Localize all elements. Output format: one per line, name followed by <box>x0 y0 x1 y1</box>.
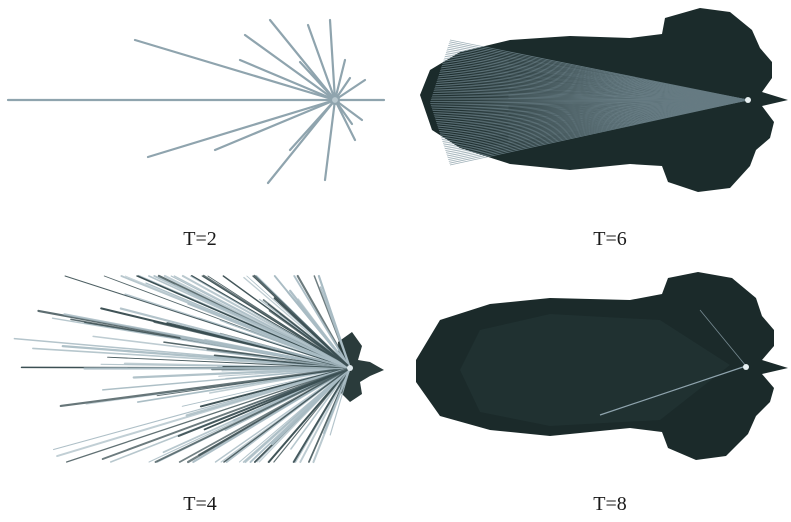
label-t4: T=4 <box>140 493 260 516</box>
label-t6: T=6 <box>550 228 670 251</box>
panel-t6 <box>400 0 791 200</box>
ray <box>148 100 335 157</box>
ray <box>85 368 350 369</box>
star-t8-figure <box>400 270 791 470</box>
panel-t4 <box>0 270 395 470</box>
ray <box>135 40 335 100</box>
star-t2-figure <box>0 0 395 200</box>
label-t2: T=2 <box>140 228 260 251</box>
star-t6-figure <box>400 0 791 200</box>
t6-center-point <box>745 97 751 103</box>
ray <box>215 100 335 150</box>
panel-t2 <box>0 0 395 200</box>
t8-center-point <box>743 364 749 370</box>
label-t8: T=8 <box>550 493 670 516</box>
star-t4-figure <box>0 270 395 470</box>
panel-t8 <box>400 270 791 470</box>
t4-center-point <box>347 365 353 371</box>
t2-center-point <box>331 96 339 104</box>
